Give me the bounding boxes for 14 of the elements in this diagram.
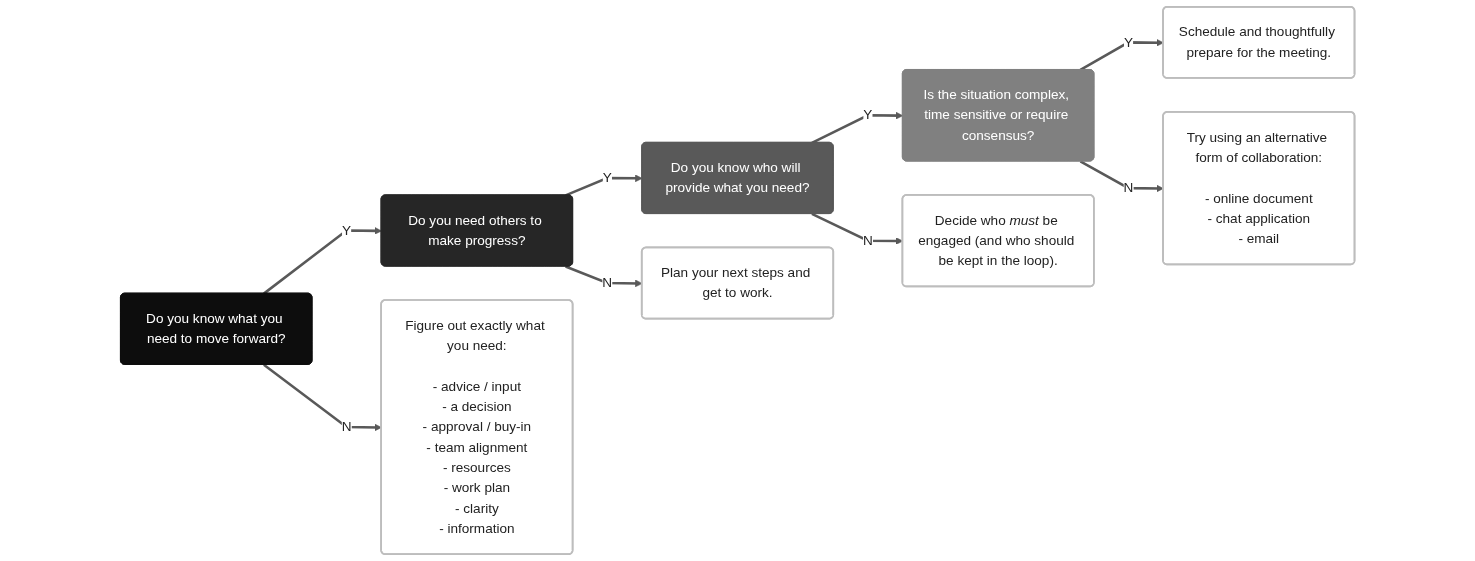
edge-label: N	[862, 233, 873, 248]
edge-label: N	[1123, 180, 1134, 195]
edge-label: N	[602, 275, 613, 290]
edge-label: Y	[1123, 34, 1133, 50]
arrow	[1079, 39, 1164, 71]
edge-label: Y	[602, 170, 612, 185]
edge-label: Y	[342, 222, 352, 238]
arrow	[565, 174, 643, 197]
arrow	[263, 363, 382, 432]
edge-label: N	[341, 419, 352, 434]
arrow	[263, 227, 382, 295]
arrow	[1079, 160, 1164, 193]
arrow	[811, 111, 904, 144]
edge-label: Y	[863, 107, 873, 123]
